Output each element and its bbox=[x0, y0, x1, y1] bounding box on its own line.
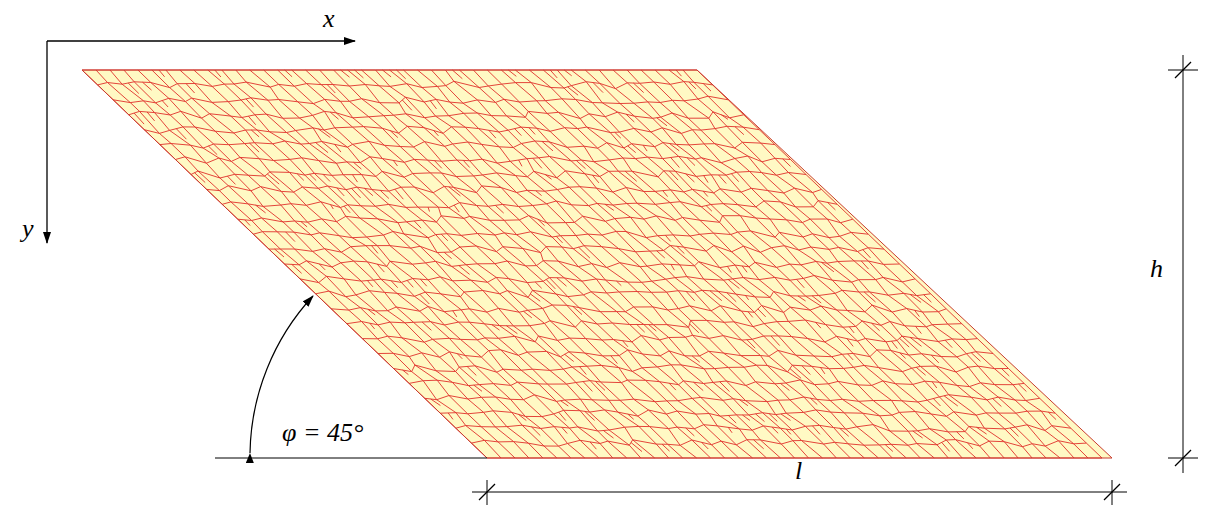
axis-label: y bbox=[22, 216, 34, 242]
plate-outline bbox=[82, 70, 1112, 458]
angle-label: φ = 45° bbox=[282, 420, 363, 446]
dimension-tick bbox=[1175, 62, 1191, 78]
plate-fill bbox=[82, 70, 1112, 458]
y-axis bbox=[46, 41, 47, 243]
dimension-line-h bbox=[1183, 55, 1184, 473]
axis-label: x bbox=[323, 6, 335, 32]
dimension-tick bbox=[1175, 450, 1191, 466]
dimension-label: l bbox=[795, 458, 802, 484]
mesh-lines bbox=[82, 70, 1102, 458]
dimension-label: h bbox=[1150, 256, 1163, 282]
dimension-tick bbox=[479, 484, 495, 500]
dimension-tick bbox=[1104, 484, 1120, 500]
x-axis bbox=[47, 40, 355, 41]
reference-line bbox=[215, 458, 487, 459]
mesh-element-edges bbox=[82, 70, 1102, 458]
dimension-line-l bbox=[472, 492, 1127, 493]
